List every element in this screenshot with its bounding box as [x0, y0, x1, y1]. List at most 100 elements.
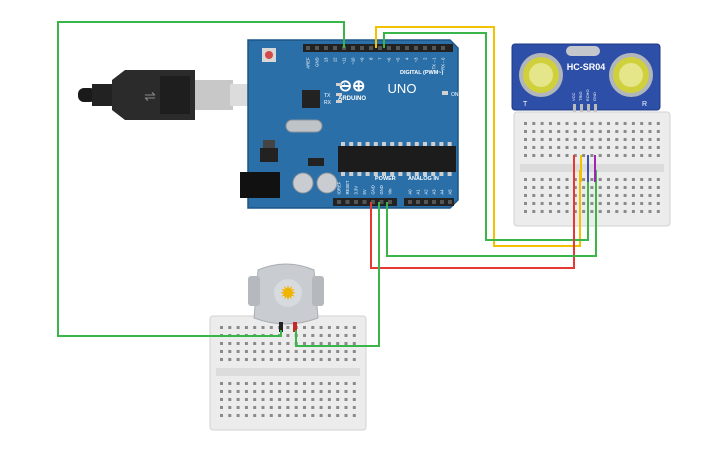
breadboard-left[interactable]: [209, 315, 367, 431]
dc-motor[interactable]: ✹: [248, 263, 324, 332]
digital-pin-label: ~11: [342, 57, 347, 64]
sensor-crystal: [566, 46, 600, 56]
power-pin-hole[interactable]: [345, 200, 350, 204]
digital-pin-hole[interactable]: [333, 46, 337, 50]
power-pin-label: IOREF: [337, 181, 342, 194]
digital-pin-label: ~5: [396, 57, 401, 62]
analog-pin-hole[interactable]: [440, 200, 444, 204]
crystal: [285, 119, 323, 133]
analog-pin-hole[interactable]: [448, 200, 452, 204]
digital-pin-label: 4: [405, 57, 410, 60]
digital-pin-hole[interactable]: [315, 46, 319, 50]
wire-trig: [375, 26, 581, 247]
capacitor: [292, 172, 314, 194]
power-led: [442, 91, 448, 95]
analog-pin-hole[interactable]: [408, 200, 412, 204]
digital-pin-label: 2: [423, 57, 428, 60]
arduino-model-label: UNO: [388, 81, 417, 96]
digital-pin-hole[interactable]: [405, 46, 409, 50]
motor-terminal-red[interactable]: [293, 322, 297, 332]
digital-pin-hole[interactable]: [324, 46, 328, 50]
digital-pin-hole[interactable]: [351, 46, 355, 50]
digital-pin-label: RX←0: [441, 57, 446, 70]
sensor-pin-label: ECHO: [585, 89, 590, 101]
analog-pin-label: A1: [416, 189, 421, 195]
arduino-brand-label: ARDUINO: [338, 96, 366, 102]
motor-terminal-black[interactable]: [279, 322, 283, 332]
arduino-logo-icon: ⊖⊕: [339, 78, 366, 95]
digital-pin-label: ~10: [351, 57, 356, 65]
on-label: ON: [451, 92, 459, 98]
power-pin-hole[interactable]: [388, 200, 392, 204]
sensor-pin-label: GND: [592, 92, 597, 101]
wire-echo: [383, 32, 589, 241]
digital-pin-hole[interactable]: [396, 46, 400, 50]
motor-gear-icon: ✹: [280, 283, 297, 305]
power-pin-label: Vin: [388, 188, 393, 195]
digital-pin-label: ~6: [387, 57, 392, 62]
analog-pin-label: A3: [432, 189, 437, 195]
power-pin-hole[interactable]: [337, 200, 341, 204]
wire-gnd-sensor: [386, 170, 597, 257]
digital-pin-hole[interactable]: [378, 46, 382, 50]
tx-label: TX: [324, 93, 331, 99]
digital-pin-hole[interactable]: [432, 46, 436, 50]
usb-chip: [302, 90, 320, 108]
digital-pin-label: 13: [324, 57, 329, 62]
bottom-pin-holes[interactable]: [337, 200, 452, 204]
power-jack[interactable]: [240, 172, 280, 198]
digital-pin-hole[interactable]: [414, 46, 418, 50]
rx-label: RX: [324, 100, 332, 106]
sensor-pin-label: VCC: [571, 92, 576, 101]
digital-pin-holes[interactable]: [306, 46, 445, 50]
power-header-label: POWER: [375, 176, 396, 182]
transmitter-mark: T: [523, 101, 528, 108]
power-pin-hole[interactable]: [379, 200, 384, 204]
digital-pin-label: TX→1: [432, 57, 437, 70]
digital-pin-label: GND: [315, 58, 320, 67]
power-pin-hole[interactable]: [371, 200, 375, 204]
digital-pin-label: 8: [369, 57, 374, 60]
digital-pin-label: 12: [333, 57, 338, 62]
digital-pin-hole[interactable]: [441, 46, 445, 50]
digital-pin-hole[interactable]: [360, 46, 364, 50]
analog-header-label: ANALOG IN: [408, 176, 439, 182]
usb-cable[interactable]: ⇌: [78, 70, 252, 120]
digital-pin-label: AREF: [306, 57, 311, 69]
power-pin-hole[interactable]: [362, 200, 367, 204]
digital-pin-hole[interactable]: [387, 46, 391, 50]
wire-gnd-to-motor: [57, 21, 345, 337]
wire-motor-signal: [295, 202, 380, 347]
digital-pin-label: ~9: [360, 57, 365, 62]
analog-pin-label: A2: [424, 189, 429, 195]
digital-header-label: DIGITAL (PWM~): [400, 70, 444, 76]
digital-pin-label: ~3: [414, 57, 419, 62]
chip-pins: [341, 142, 452, 176]
sensor-name-label: HC-SR04: [567, 62, 606, 72]
voltage-regulator: [260, 148, 278, 162]
wire-5v: [370, 170, 575, 269]
analog-pin-hole[interactable]: [424, 200, 428, 204]
power-pin-label: GND: [371, 185, 376, 194]
digital-pin-hole[interactable]: [306, 46, 310, 50]
analog-pin-hole[interactable]: [416, 200, 420, 204]
digital-pin-hole[interactable]: [369, 46, 373, 50]
power-pin-hole[interactable]: [354, 200, 358, 204]
receiver-mark: R: [642, 101, 647, 108]
l-label: L: [344, 83, 347, 89]
analog-pin-label: A5: [448, 189, 453, 195]
digital-pin-hole[interactable]: [423, 46, 427, 50]
analog-pin-label: A0: [408, 189, 413, 195]
analog-pin-hole[interactable]: [432, 200, 436, 204]
usb-icon: ⇌: [144, 88, 156, 104]
power-pin-label: GND: [379, 185, 384, 194]
breadboard-right[interactable]: [513, 111, 671, 227]
wires[interactable]: [57, 21, 597, 347]
